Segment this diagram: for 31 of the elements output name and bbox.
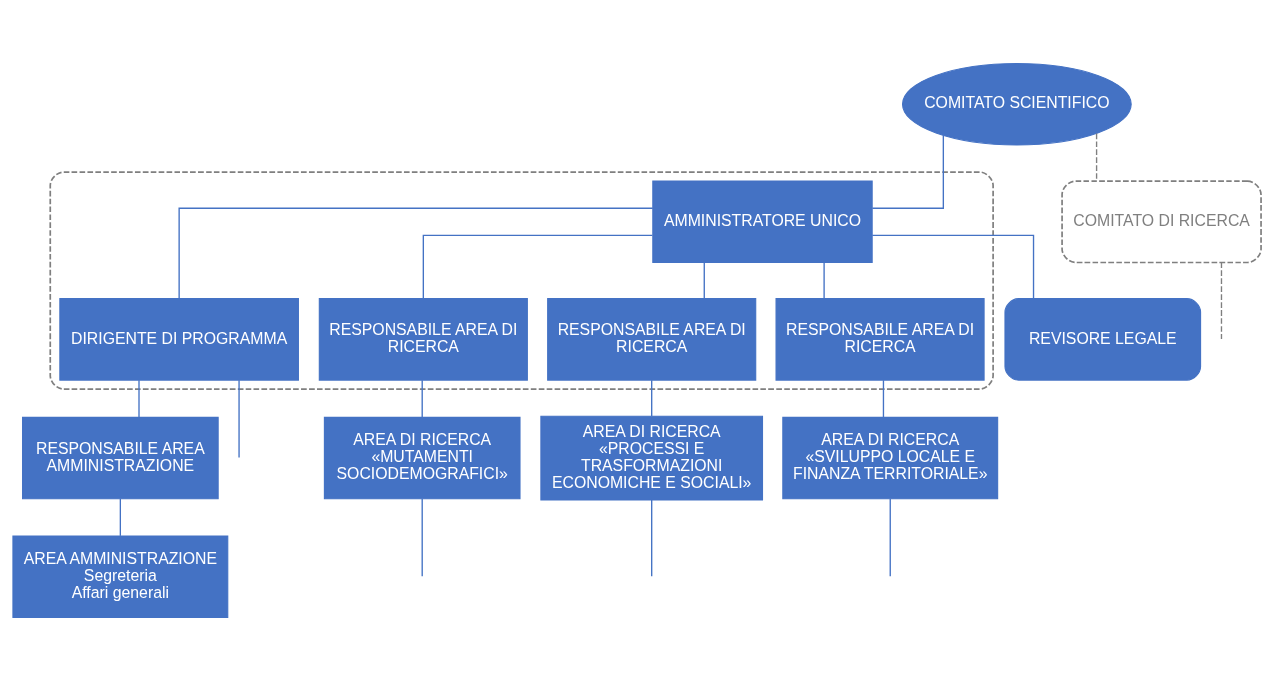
node-box: AREA AMMINISTRAZIONE Segreteria Affari generali [12, 535, 229, 619]
node-box: AREA DI RICERCA «PROCESSI E TRASFORMAZIONI ECONOMICHE E SOCIALI» [540, 415, 764, 501]
connector [703, 261, 705, 300]
connector [119, 498, 122, 537]
connector [882, 379, 885, 418]
connector [823, 261, 825, 300]
connector [1220, 261, 1223, 340]
node-box: RESPONSABILE AREA DI RICERCA [318, 298, 528, 381]
connector [178, 207, 654, 300]
node-ellipse: COMITATO SCIENTIFICO [901, 62, 1132, 146]
connector [871, 134, 944, 209]
node-box: RESPONSABILE AREA AMMINISTRAZIONE [22, 416, 219, 500]
connector [422, 234, 654, 300]
node-box: RESPONSABILE AREA DI RICERCA [775, 298, 985, 381]
connector [651, 499, 653, 577]
connector [138, 379, 140, 418]
cluster [49, 171, 994, 390]
node-box: RESPONSABILE AREA DI RICERCA [547, 298, 757, 381]
node-box: AREA DI RICERCA «SVILUPPO LOCALE E FINANZA TERRITORIALE» [782, 416, 999, 500]
connector [421, 379, 423, 418]
node-box: AMMINISTRATORE UNICO [652, 180, 873, 264]
node-box: COMITATO DI RICERCA [1061, 180, 1262, 264]
connector [651, 379, 653, 417]
node-box: REVISORE LEGALE [1004, 298, 1202, 381]
connector [1095, 132, 1098, 182]
node-box: DIRIGENTE DI PROGRAMMA [59, 298, 299, 381]
connector [238, 379, 240, 459]
connector [421, 498, 423, 577]
connector [871, 234, 1035, 300]
connector [889, 498, 891, 577]
node-box: AREA DI RICERCA «MUTAMENTI SOCIODEMOGRAFICI» [323, 416, 521, 500]
